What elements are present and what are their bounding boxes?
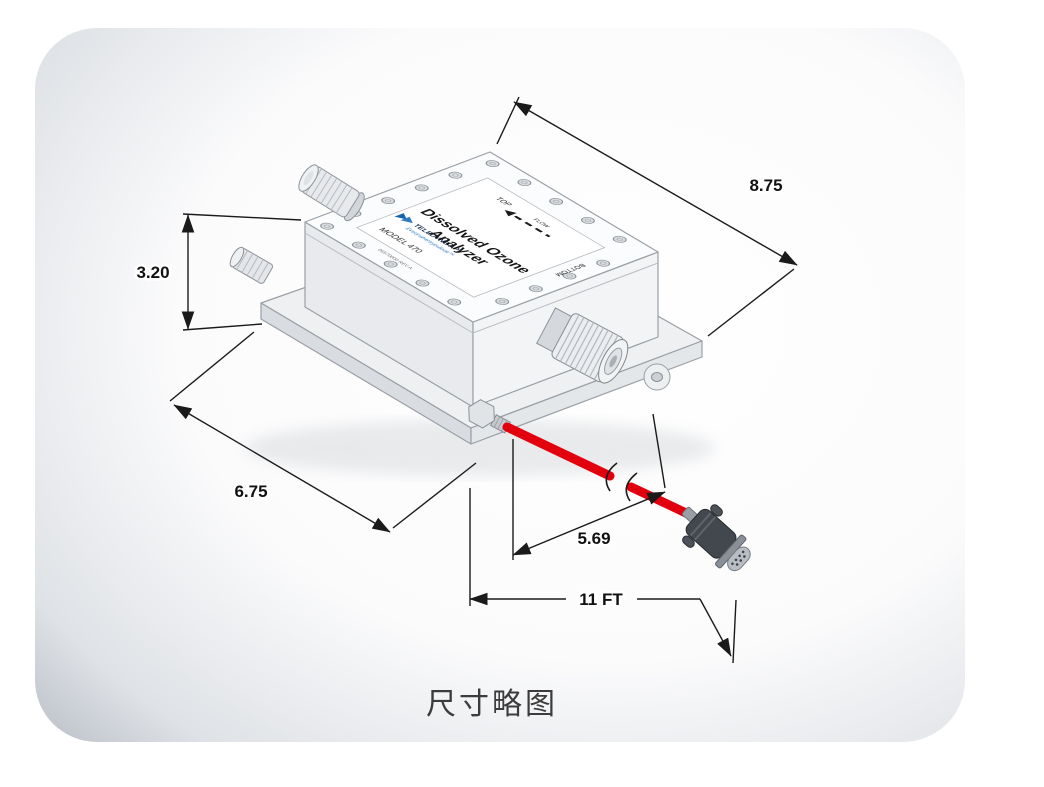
logo-arrow-icon [394,213,407,220]
lid-seam [304,232,659,334]
dimension-connector-offset [512,413,666,560]
mounting-tab [643,363,671,391]
dsub-connector [682,504,751,572]
flow-fitting-right [536,307,629,384]
length-dimension-label: 8.75 [749,176,782,195]
cable-length-dimension-label: 11 FT [579,590,623,609]
connector-offset-dimension-label: 5.69 [577,529,610,548]
dimension-lines [169,96,798,664]
depth-dimension-label: 6.75 [234,482,267,501]
teledyne-logo [394,213,413,224]
dimension-cable-length [469,488,737,664]
dimension-height [181,213,302,331]
mounting-hole [651,372,663,382]
height-dimension-label: 3.20 [136,263,169,282]
connector-pins [731,550,746,566]
fitting-left-side [229,246,274,284]
logo-arrow-icon [400,216,413,224]
thumbscrew-fitting-top [298,164,365,222]
cable-gland [468,399,512,434]
marking-top: TOP [493,196,515,207]
figure-caption: 尺寸略图 [426,687,558,722]
top-face-content: TOP FLOW TELEDYNE API Everywhereyoulook™… [317,158,630,307]
flow-arrow-icon [504,210,517,217]
dimension-depth [169,331,477,533]
dimension-length [496,96,798,337]
